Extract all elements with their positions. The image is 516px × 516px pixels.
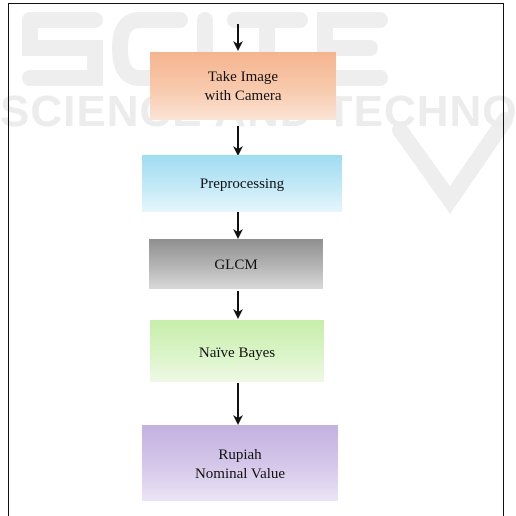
diagram-frame	[8, 3, 504, 516]
step-preprocessing: Preprocessing	[142, 155, 342, 212]
step-glcm: GLCM	[149, 239, 323, 289]
step-take-image: Take Image with Camera	[150, 52, 336, 120]
step-naive-bayes: Naïve Bayes	[150, 320, 324, 382]
step-nominal-value: Rupiah Nominal Value	[142, 425, 338, 501]
